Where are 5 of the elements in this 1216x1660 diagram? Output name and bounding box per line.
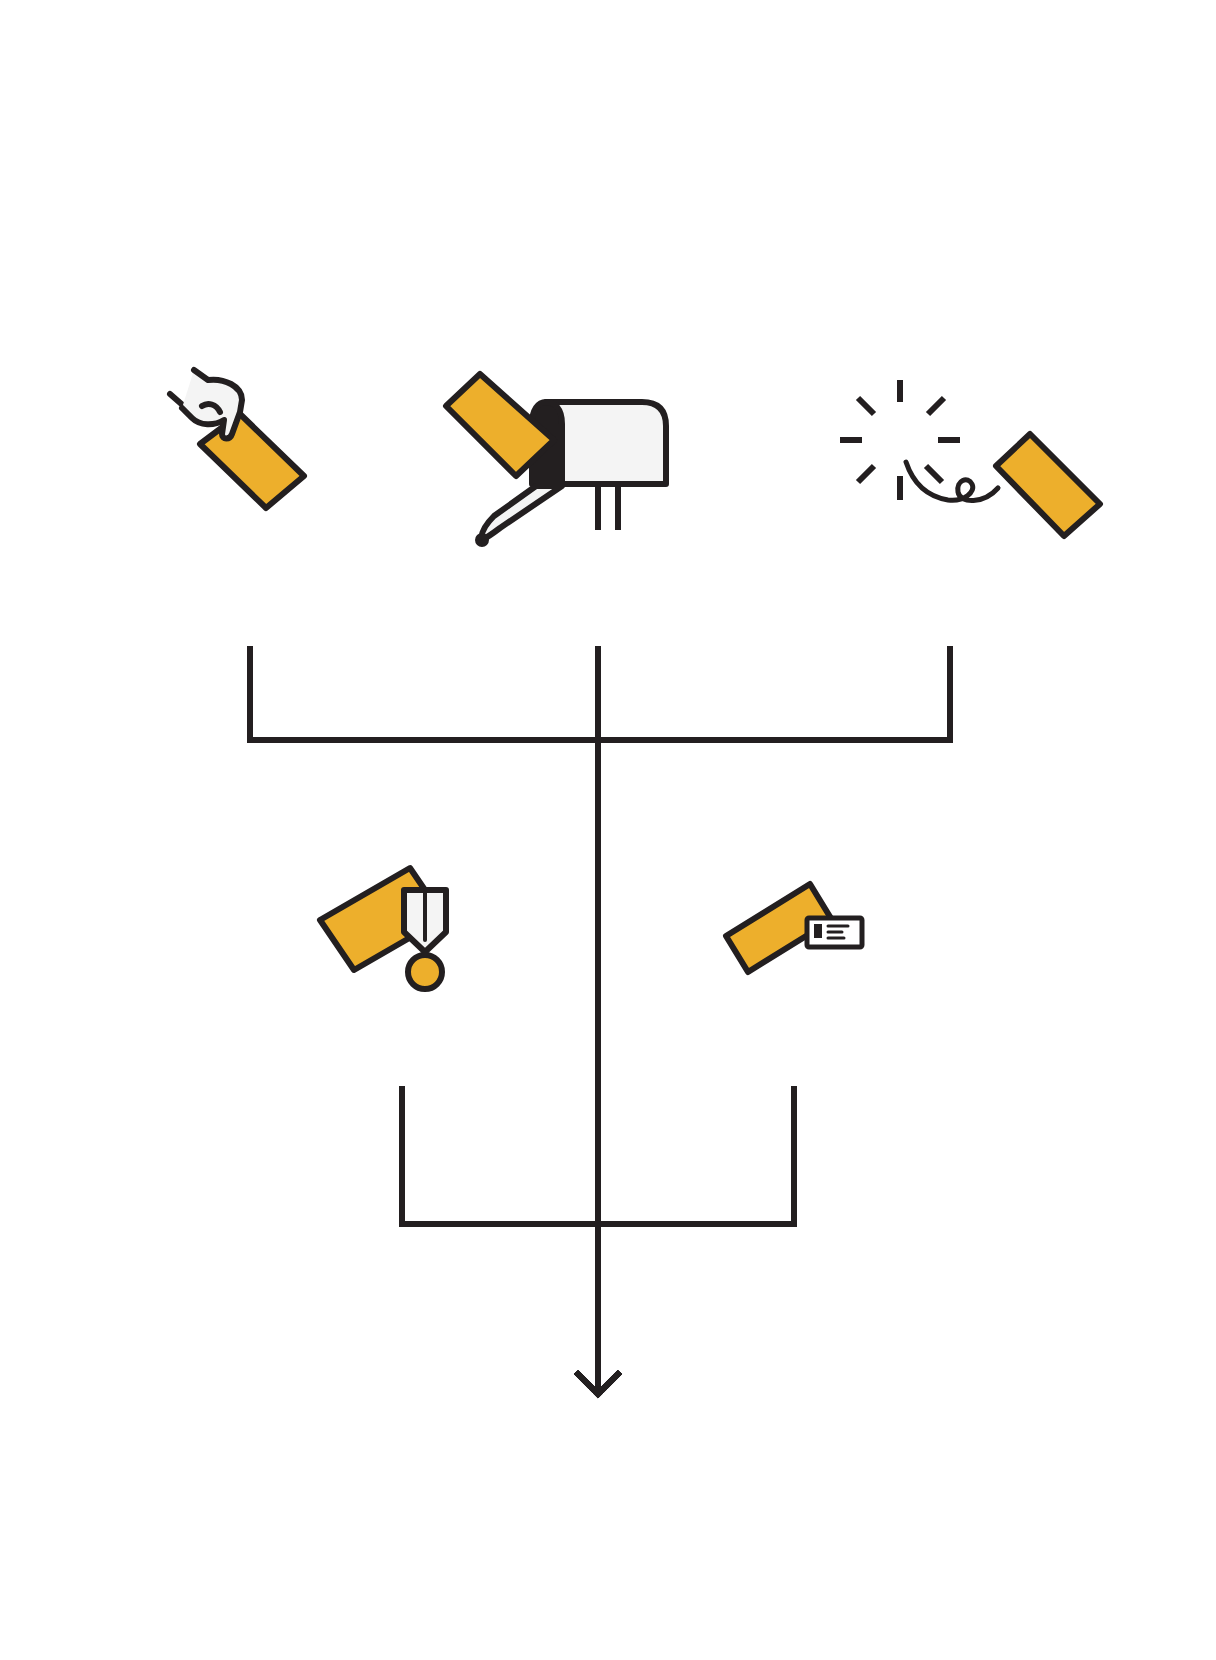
hand-holding-card-icon [164,364,308,514]
card-with-medal-icon [314,860,454,996]
card-into-mailbox-icon [440,368,672,548]
merge-arrow [573,1086,797,1397]
sparkle-string-tag-icon [834,374,1106,544]
